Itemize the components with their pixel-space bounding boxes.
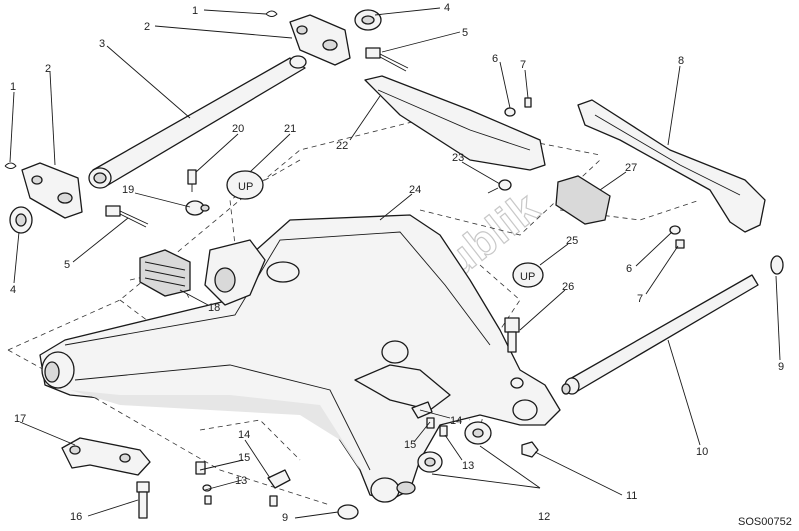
- part-10-axle: [561, 274, 759, 395]
- part-18-grille: [139, 249, 191, 297]
- callout-16: 16: [70, 511, 82, 523]
- callout-7b: 7: [637, 293, 643, 305]
- part-17-bracket: [61, 437, 151, 476]
- callout-15b: 15: [404, 439, 416, 451]
- swingarm: [39, 214, 561, 503]
- callout-22: 22: [336, 140, 348, 152]
- part-9-circlip-right: [770, 255, 784, 275]
- callout-1b: 1: [10, 81, 16, 93]
- callout-18: 18: [208, 302, 220, 314]
- part-13-14-15-left: [195, 461, 291, 507]
- callout-1a: 1: [192, 5, 198, 17]
- callout-2b: 2: [45, 63, 51, 75]
- callout-14b: 14: [450, 415, 462, 427]
- part-22-chain-guide: [364, 75, 546, 171]
- callout-6b: 6: [626, 263, 632, 275]
- callout-8: 8: [678, 55, 684, 67]
- part-11-nut: [521, 441, 539, 458]
- callout-23: 23: [452, 152, 464, 164]
- part-12-washers: [417, 421, 492, 473]
- callout-12: 12: [538, 511, 550, 523]
- part-9-circlip-bottom: [337, 504, 359, 520]
- callout-24: 24: [409, 184, 421, 196]
- part-3-tube: [88, 55, 307, 189]
- callout-25: 25: [566, 235, 578, 247]
- part-6-7-fasteners-top: [504, 97, 532, 117]
- part-4-bushing-left: [9, 206, 33, 234]
- part-2-adjuster-left: [21, 162, 83, 219]
- part-25-cap: UP: [512, 262, 544, 288]
- part-16-bolt: [136, 481, 150, 519]
- part-2-adjuster-top: [289, 14, 351, 66]
- callout-4b: 4: [10, 284, 16, 296]
- part-26-bolt: [504, 317, 520, 353]
- callout-21: 21: [284, 123, 296, 135]
- callout-7a: 7: [520, 59, 526, 71]
- callout-9a: 9: [778, 361, 784, 373]
- part-21-cap: UP: [226, 170, 264, 200]
- callout-9b: 9: [282, 512, 288, 524]
- callout-17: 17: [14, 413, 26, 425]
- callout-labels: 1 2 3 4 5 6 7 8 1 2 4 5 20 21 22 23 27 1…: [10, 2, 784, 524]
- part-5-bolt-top: [365, 47, 409, 72]
- callout-4a: 4: [444, 2, 450, 14]
- part-13-14-15-center: [411, 401, 448, 437]
- callout-6a: 6: [492, 53, 498, 65]
- leader-lines: [9, 7, 781, 519]
- part-27-plate: [555, 175, 611, 225]
- callout-2a: 2: [144, 21, 150, 33]
- part-23-fastener: [487, 179, 512, 194]
- svg-text:UP: UP: [520, 271, 535, 283]
- svg-text:UP: UP: [238, 181, 253, 193]
- part-19-fitting: [185, 200, 210, 216]
- callout-5b: 5: [64, 259, 70, 271]
- callout-13b: 13: [462, 460, 474, 472]
- callout-26: 26: [562, 281, 574, 293]
- callout-19: 19: [122, 184, 134, 196]
- callout-14a: 14: [238, 429, 250, 441]
- callout-5a: 5: [462, 27, 468, 39]
- part-20-screw: [187, 169, 197, 192]
- part-5-bolt-left: [105, 205, 149, 228]
- drawing-code: SOS00752: [738, 516, 792, 528]
- part-6-7-fasteners-right: [669, 225, 685, 249]
- callout-13a: 13: [235, 475, 247, 487]
- callout-20: 20: [232, 123, 244, 135]
- callout-15a: 15: [238, 452, 250, 464]
- callout-10: 10: [696, 446, 708, 458]
- part-8-chain-slider: [577, 99, 766, 233]
- callout-3: 3: [99, 38, 105, 50]
- part-4-bushing-top: [354, 9, 382, 31]
- part-1-clip-top: [265, 10, 278, 17]
- part-1-clip-left: [4, 162, 17, 169]
- callout-27: 27: [625, 162, 637, 174]
- callout-11: 11: [626, 490, 637, 502]
